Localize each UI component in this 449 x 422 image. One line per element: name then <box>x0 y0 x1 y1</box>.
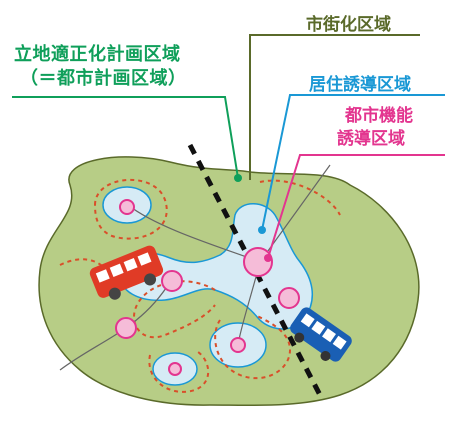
leader-line-residential <box>261 94 445 231</box>
label-urban-function-1: 都市機能 <box>345 106 413 126</box>
label-residential-area: 居住誘導区域 <box>309 75 411 95</box>
urban-function-dots <box>115 199 300 376</box>
leader-line-urbanization <box>249 34 420 180</box>
label-planning-area: 立地適正化計画区域 <box>14 44 181 65</box>
leader-line-planning <box>12 96 239 179</box>
bus-red-icon <box>89 245 164 300</box>
label-planning-area-sub: （＝都市計画区域） <box>20 68 187 89</box>
label-urbanization-area: 市街化区域 <box>306 15 391 35</box>
leader-line-urban-function <box>267 154 445 259</box>
bus-blue-icon <box>290 307 352 362</box>
label-urban-function-2: 誘導区域 <box>337 129 405 149</box>
railway-line <box>187 143 323 397</box>
